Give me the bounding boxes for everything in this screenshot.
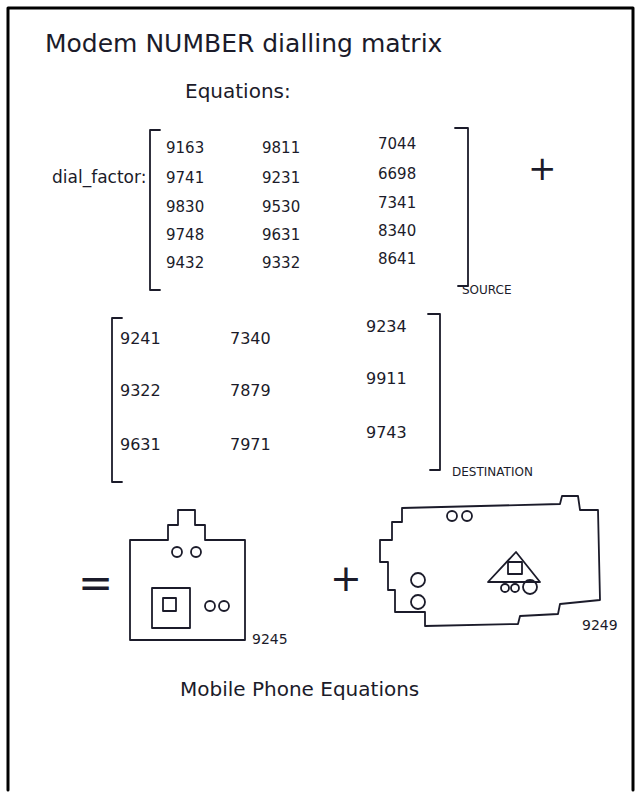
matrix-cell: 8340 bbox=[378, 223, 416, 240]
operator: = bbox=[78, 560, 113, 606]
matrix-cell: 9830 bbox=[166, 199, 204, 216]
caption: Mobile Phone Equations bbox=[180, 678, 419, 700]
matrix-cell: 7971 bbox=[230, 436, 271, 454]
matrix-cell: 9332 bbox=[262, 255, 300, 272]
phone-button bbox=[411, 573, 425, 587]
phone-button bbox=[191, 547, 201, 557]
matrix-cell: 9432 bbox=[166, 255, 204, 272]
phone-screen bbox=[508, 562, 522, 574]
phone-button bbox=[501, 584, 509, 592]
page-frame bbox=[8, 8, 633, 790]
phone-button bbox=[411, 595, 425, 609]
matrix-cell: 9530 bbox=[262, 199, 300, 216]
matrix-cell: 7341 bbox=[378, 195, 416, 212]
matrix-cell: 7044 bbox=[378, 136, 416, 153]
matrix-cell: 9234 bbox=[366, 318, 407, 336]
phone-button bbox=[219, 601, 229, 611]
matrix-cell: 7340 bbox=[230, 330, 271, 348]
operator: + bbox=[528, 150, 557, 187]
phone-button bbox=[172, 547, 182, 557]
matrix-tag: SOURCE bbox=[462, 284, 512, 297]
phone-button bbox=[447, 511, 457, 521]
matrix-bracket bbox=[455, 128, 468, 286]
matrix-cell: 9743 bbox=[366, 424, 407, 442]
matrix-cell: 9163 bbox=[166, 140, 204, 157]
heading: Equations: bbox=[185, 80, 291, 102]
matrix-cell: 9241 bbox=[120, 330, 161, 348]
matrix-cell: 9811 bbox=[262, 140, 300, 157]
phone-outline bbox=[380, 496, 600, 626]
phone-outline bbox=[130, 510, 245, 640]
matrix-tag: DESTINATION bbox=[452, 466, 533, 479]
callout-number: 9249 bbox=[582, 618, 618, 633]
matrix-cell: 6698 bbox=[378, 166, 416, 183]
matrix-bracket bbox=[150, 130, 160, 290]
matrix-bracket bbox=[428, 314, 440, 470]
matrix-cell: 9631 bbox=[262, 227, 300, 244]
phone-screen bbox=[152, 588, 190, 628]
phone-triangle bbox=[488, 552, 540, 582]
matrix-name: dial_factor: bbox=[52, 168, 146, 187]
phone-button bbox=[205, 601, 215, 611]
matrix-cell: 9741 bbox=[166, 170, 204, 187]
matrix-cell: 8641 bbox=[378, 251, 416, 268]
matrix-cell: 9231 bbox=[262, 170, 300, 187]
matrix-cell: 9748 bbox=[166, 227, 204, 244]
matrix-cell: 9631 bbox=[120, 436, 161, 454]
matrix-cell: 9322 bbox=[120, 382, 161, 400]
matrix-cell: 7879 bbox=[230, 382, 271, 400]
phone-button bbox=[462, 511, 472, 521]
matrix-cell: 9911 bbox=[366, 370, 407, 388]
phone-button bbox=[511, 584, 519, 592]
title: Modem NUMBER dialling matrix bbox=[45, 30, 442, 58]
callout-number: 9245 bbox=[252, 632, 288, 647]
phone-button bbox=[523, 580, 537, 594]
operator: + bbox=[330, 558, 362, 600]
phone-screen bbox=[163, 598, 176, 611]
